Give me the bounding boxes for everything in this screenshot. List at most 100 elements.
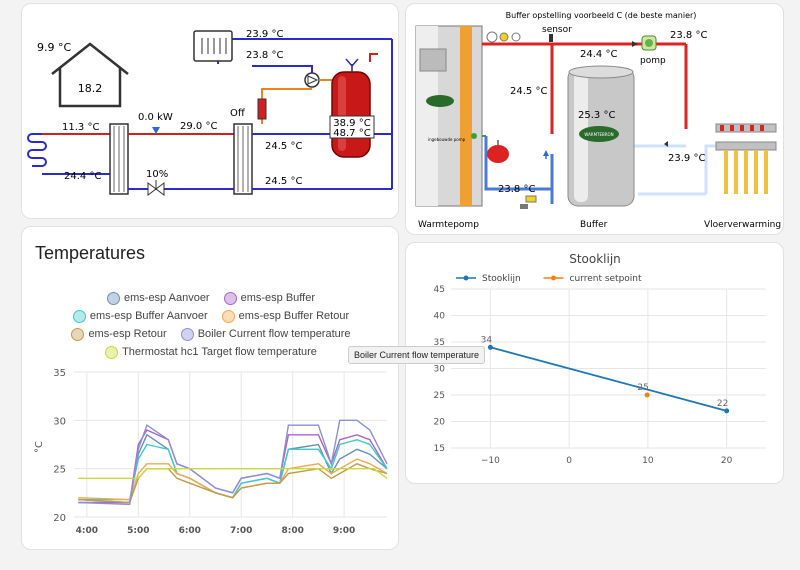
buffer-brand-logo <box>579 126 619 142</box>
heatpump-brand-logo <box>426 95 454 107</box>
supply-temp: 29.0 °C <box>180 121 217 132</box>
legend-label: ems-esp Aanvoer <box>124 292 210 304</box>
data-point-0-0 <box>487 344 493 350</box>
pipe-top-left-temp: 11.3 °C <box>62 122 99 133</box>
mid-top-temp: 24.5 °C <box>265 141 302 152</box>
heat-pump-unit-icon <box>415 25 483 207</box>
buffer-schematic: Buffer opstelling voorbeeld C (de beste … <box>415 11 781 230</box>
y-tick-label: 35 <box>53 368 66 379</box>
sensor-label: sensor <box>542 25 572 35</box>
mixing-valve-icon[interactable] <box>147 180 165 196</box>
mid-bottom-temp: 24.5 °C <box>265 176 302 187</box>
legend-item-buffer-aanvoer[interactable]: ems-esp Buffer Aanvoer <box>72 309 208 323</box>
temperatures-legend: ems-esp Aanvoer ems-esp Buffer ems-esp B… <box>22 289 398 361</box>
y-axis-label: °C <box>34 441 45 453</box>
expansion-vessel-icon <box>487 140 509 163</box>
x-tick-label: 10 <box>642 456 654 466</box>
y-tick-label: 25 <box>434 391 445 401</box>
y-tick-label: 30 <box>434 365 446 375</box>
pump-icon[interactable] <box>304 72 320 88</box>
legend-label: ems-esp Buffer <box>240 292 315 304</box>
y-tick-label: 40 <box>434 312 446 322</box>
y-tick-label: 30 <box>53 416 66 427</box>
gauge-1-icon <box>486 31 498 43</box>
drain-valve-icon <box>520 195 537 209</box>
legend-swatch <box>105 345 119 359</box>
temp-buffer: 25.3 °C <box>578 110 615 121</box>
house-temp: 18.2 <box>78 82 103 95</box>
legend-swatch <box>72 309 86 323</box>
gauge-2-icon <box>499 32 509 42</box>
label-floor-heating: Vloerverwarming <box>704 220 781 230</box>
legend-item-aanvoer[interactable]: ems-esp Aanvoer <box>107 291 210 305</box>
buffer-schematic-card: Buffer opstelling voorbeeld C (de beste … <box>405 3 784 235</box>
radiator-temp-2: 23.8 °C <box>246 50 283 61</box>
tap-icon <box>345 58 359 68</box>
tank-top-temp: 38.9 °C <box>333 118 370 129</box>
series-line-6 <box>78 467 388 480</box>
data-point-1-0 <box>644 392 650 398</box>
x-tick-label: −10 <box>481 456 500 466</box>
series-line-4 <box>78 463 388 504</box>
legend-item-buffer-retour[interactable]: ems-esp Buffer Retour <box>221 309 349 323</box>
data-label-0-1: 22 <box>717 399 728 409</box>
x-tick-label: 9:00 <box>333 526 355 536</box>
legend-marker-1 <box>551 275 556 281</box>
temp-left: 24.5 °C <box>510 86 547 97</box>
legend-swatch <box>221 309 235 323</box>
state-label: Off <box>230 108 246 119</box>
series-line-2 <box>78 438 388 501</box>
legend-label-0: Stooklijn <box>482 274 521 284</box>
flow-meter-icon <box>152 127 160 134</box>
legend-label: Thermostat hc1 Target flow temperature <box>122 346 317 358</box>
series-line-1 <box>78 429 388 504</box>
temp-bottom: 23.8 °C <box>498 184 535 195</box>
radiator-icon <box>193 30 233 62</box>
x-tick-label: 5:00 <box>127 526 149 536</box>
hydraulic-schematic-card: 9.9 °C 18.2 11.3 °C 24.4 °C 0.0 kW 29.0 … <box>21 3 399 219</box>
floor-coil-icon <box>27 133 47 167</box>
stooklijn-line <box>490 346 727 412</box>
series-line-0 <box>78 433 388 504</box>
y-tick-label: 20 <box>434 418 446 428</box>
pump-label: pomp <box>640 56 666 66</box>
legend-swatch <box>107 291 120 305</box>
power-readout: 0.0 kW <box>138 112 173 123</box>
label-heat-pump: Warmtepomp <box>418 220 479 230</box>
legend-label: ems-esp Buffer Aanvoer <box>89 310 208 322</box>
x-tick-label: 0 <box>566 456 572 466</box>
outdoor-temp: 9.9 °C <box>37 41 71 54</box>
temperatures-card: Temperatures ems-esp Aanvoer ems-esp Buf… <box>21 226 399 550</box>
brand-label: WARMTEBRON <box>584 132 613 137</box>
legend-item-retour[interactable]: ems-esp Retour <box>71 327 167 341</box>
builtin-pump-label: ingebouwde pomp <box>428 137 466 142</box>
x-tick-label: 8:00 <box>281 526 303 536</box>
legend-swatch <box>223 291 237 305</box>
legend-label: Boiler Current flow temperature <box>197 328 351 340</box>
legend-label: ems-esp Retour <box>88 328 167 340</box>
legend-item-thermostat-target[interactable]: Thermostat hc1 Target flow temperature <box>105 345 317 359</box>
pipe-bottom-left-temp: 24.4 °C <box>64 171 101 182</box>
legend-label-1: current setpoint <box>570 274 643 284</box>
y-tick-label: 15 <box>434 444 445 454</box>
radiator-temp-1: 23.9 °C <box>246 29 283 40</box>
x-tick-label: 4:00 <box>76 526 98 536</box>
data-label-0-0: 34 <box>481 335 493 345</box>
legend-item-boiler-flow[interactable]: Boiler Current flow temperature <box>180 327 351 341</box>
heat-exchanger-1-icon <box>109 123 129 195</box>
x-tick-label: 7:00 <box>230 526 252 536</box>
heat-exchanger-2-icon <box>233 123 253 195</box>
builtin-pump-icon <box>471 133 477 139</box>
y-tick-label: 35 <box>434 338 445 348</box>
buffer-title: Buffer opstelling voorbeeld C (de beste … <box>506 11 697 20</box>
expansion-valve-icon <box>257 98 267 120</box>
stooklijn-title: Stooklijn <box>569 252 621 266</box>
legend-item-buffer[interactable]: ems-esp Buffer <box>223 291 315 305</box>
temperatures-title: Temperatures <box>35 243 146 263</box>
temp-return: 23.9 °C <box>668 153 705 164</box>
temp-pomp: 23.8 °C <box>670 30 707 41</box>
y-tick-label: 20 <box>53 513 66 524</box>
x-tick-label: 20 <box>721 456 733 466</box>
